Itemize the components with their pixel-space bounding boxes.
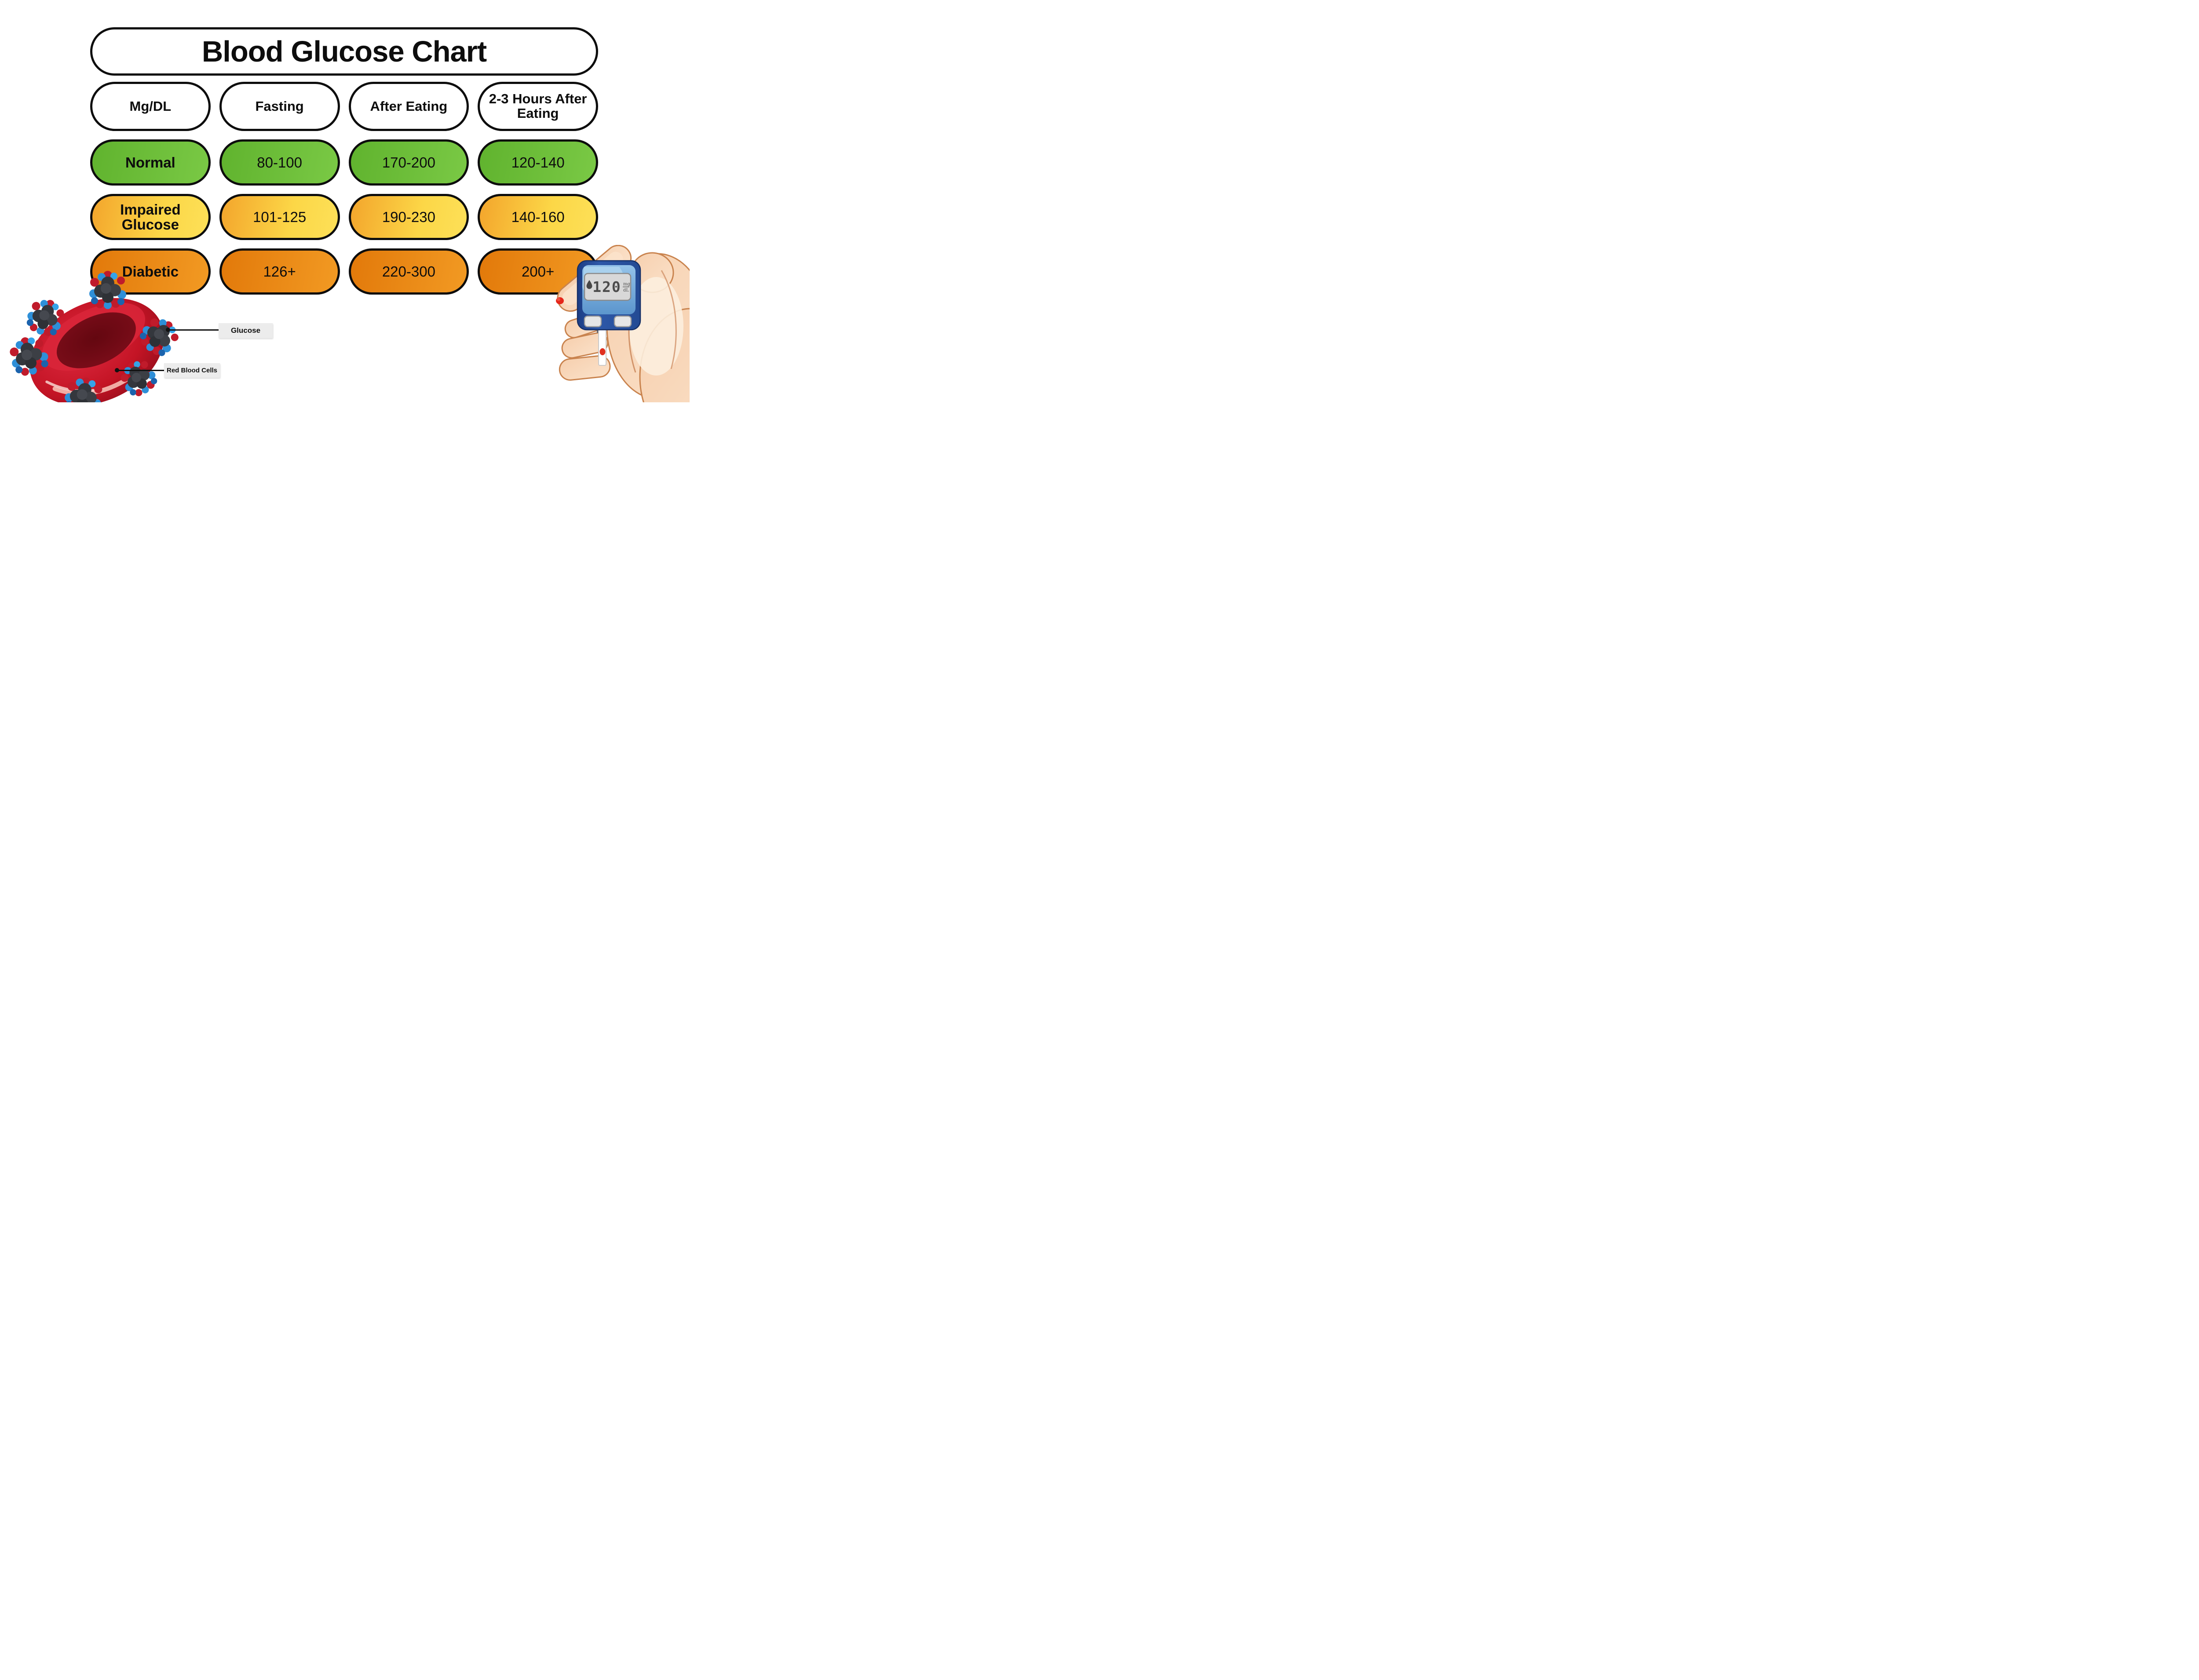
- column-header-fasting: Fasting: [219, 82, 340, 131]
- glucose-pointer-line: [168, 329, 219, 331]
- row-label-normal: Normal: [90, 139, 211, 186]
- meter-button-right: [614, 315, 632, 328]
- glucose-meter: 120 mg dL: [577, 260, 641, 366]
- cell-impaired-fasting: 101-125: [219, 194, 340, 240]
- red-blood-cells-pointer-line: [117, 370, 164, 371]
- blood-glucose-infographic: Blood Glucose Chart Mg/DL Fasting After …: [0, 0, 690, 402]
- cell-normal-after: 170-200: [348, 139, 469, 186]
- lcd-reading: 120: [592, 278, 621, 295]
- row-label-impaired: Impaired Glucose: [90, 194, 211, 240]
- lcd-screen: [584, 273, 632, 301]
- hand-palm: [606, 252, 690, 402]
- glucose-molecule-cluster: [89, 271, 126, 309]
- lcd-unit-dl: dL: [623, 288, 629, 293]
- cell-impaired-2-3-hours: 140-160: [478, 194, 598, 240]
- glucose-label: Glucose: [219, 323, 273, 338]
- red-blood-cells-label: Red Blood Cells: [164, 363, 220, 378]
- glucose-table: Mg/DL Fasting After Eating 2-3 Hours Aft…: [90, 82, 598, 295]
- cell-normal-fasting: 80-100: [219, 139, 340, 186]
- cell-diabetic-fasting: 126+: [219, 248, 340, 295]
- lcd-unit-mg: mg: [623, 282, 630, 287]
- blood-drop-on-strip: [599, 348, 606, 355]
- column-header-mgdl: Mg/DL: [90, 82, 211, 131]
- column-header-2-3-hours: 2-3 Hours After Eating: [478, 82, 598, 131]
- red-blood-cell-illustration: [9, 271, 185, 402]
- cell-diabetic-after: 220-300: [348, 248, 469, 295]
- column-header-after-eating: After Eating: [348, 82, 469, 131]
- page-title: Blood Glucose Chart: [90, 27, 598, 76]
- test-strip: [598, 329, 606, 366]
- cell-normal-2-3-hours: 120-140: [478, 139, 598, 186]
- blood-drop-on-finger: [556, 297, 564, 304]
- meter-button-left: [584, 315, 602, 328]
- blood-drop-icon: [586, 280, 592, 289]
- hand-with-glucose-meter-illustration: 120 mg dL: [556, 245, 690, 402]
- cell-impaired-after: 190-230: [348, 194, 469, 240]
